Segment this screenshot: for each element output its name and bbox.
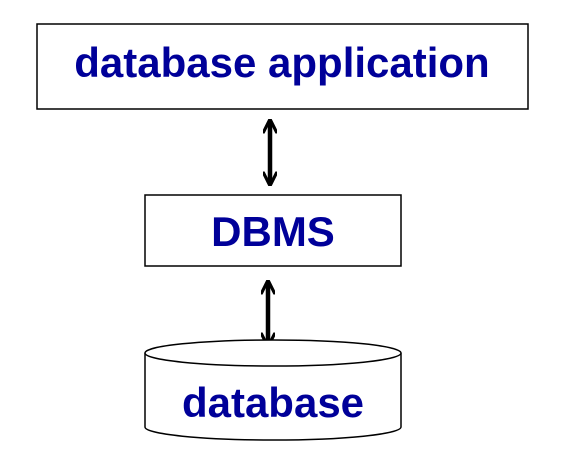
dbms-node: DBMS bbox=[144, 194, 402, 267]
dbms-box bbox=[144, 194, 402, 267]
database-cylinder-body bbox=[144, 353, 402, 441]
database-cylinder-top bbox=[144, 339, 402, 367]
database-node: database bbox=[144, 339, 402, 441]
application-box bbox=[36, 23, 529, 110]
database-label: database bbox=[182, 379, 364, 426]
application-label: database application bbox=[74, 39, 489, 86]
dbms-label: DBMS bbox=[211, 208, 335, 255]
application-node: database application bbox=[36, 23, 529, 110]
